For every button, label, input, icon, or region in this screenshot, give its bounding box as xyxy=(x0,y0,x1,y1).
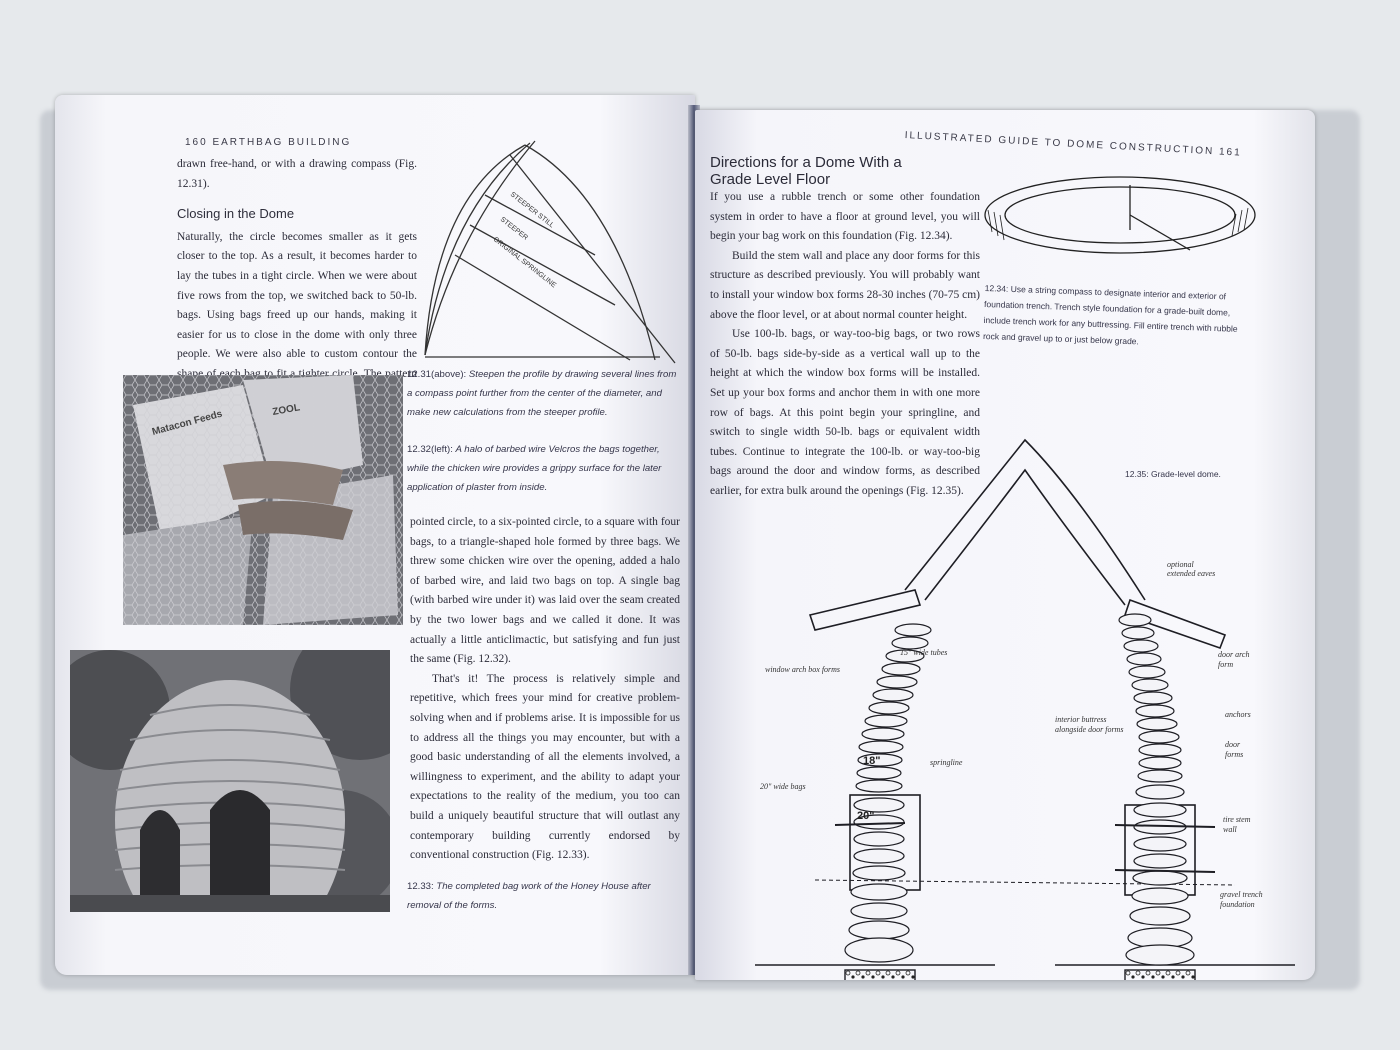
compass-line xyxy=(509,154,676,364)
opening-lines: drawn free-hand, or with a drawing compa… xyxy=(177,158,417,190)
label-door-forms: door forms xyxy=(1225,740,1244,759)
right-page: ILLUSTRATED GUIDE TO DOME CONSTRUCTION 1… xyxy=(695,110,1315,980)
label-wide-bags: 20" wide bags xyxy=(760,782,806,791)
caption-1233: 12.33: The completed bag work of the Hon… xyxy=(407,881,651,911)
left-column-text: drawn free-hand, or with a drawing compa… xyxy=(177,155,417,404)
profile-arc-right xyxy=(524,144,656,361)
dome-arch-inner xyxy=(924,468,1126,606)
eave-left xyxy=(808,589,922,631)
label-window-arch: window arch box forms xyxy=(765,665,841,674)
right-wall-bags xyxy=(1118,613,1195,966)
label-dim-18: 18" xyxy=(863,755,881,767)
para-100lb-bags: Use 100-lb. bags, or way-too-big bags, o… xyxy=(710,328,980,497)
left-wall-bags xyxy=(844,623,932,963)
label-steeper-still: STEEPER STILL xyxy=(509,191,555,229)
para-pattern: pointed circle, to a six-pointed circle,… xyxy=(410,516,680,666)
para-stem-wall: Build the stem wall and place any door f… xyxy=(710,249,980,321)
label-original-springline: ORIGINAL SPRINGLINE xyxy=(492,236,558,289)
compass-string xyxy=(1129,214,1191,251)
label-gravel-trench: gravel trench foundation xyxy=(1220,890,1263,909)
svg-text:ZOOL: ZOOL xyxy=(272,402,301,418)
eave-right xyxy=(1123,598,1227,650)
para-rubble-trench: If you use a rubble trench or some other… xyxy=(710,191,980,243)
profile-arc-steeper xyxy=(424,142,531,356)
gravel-trench-left xyxy=(844,969,916,980)
profile-arc-steeper-still xyxy=(424,140,536,356)
photo-barbed-wire-bags: Matacon Feeds ZOOL xyxy=(123,375,403,625)
para-thats-it: That's it! The process is relatively sim… xyxy=(410,672,680,862)
label-springline: springline xyxy=(930,758,963,767)
label-interior-buttress: interior buttress alongside door forms xyxy=(1055,715,1124,734)
right-heading: Directions for a Dome With a Grade Level… xyxy=(710,154,902,188)
caption-1231: 12.31(above): Steepen the profile by dra… xyxy=(407,369,677,418)
grade-level-dome-diagram-1235 xyxy=(755,438,1295,980)
right-running-head: ILLUSTRATED GUIDE TO DOME CONSTRUCTION 1… xyxy=(904,130,1242,159)
ring-outer xyxy=(984,176,1256,254)
construction-line-2 xyxy=(469,224,616,306)
section-heading: Closing in the Dome xyxy=(177,206,295,222)
label-door-arch: door arch form xyxy=(1218,650,1250,669)
photo-honey-house xyxy=(70,650,390,912)
profile-arc-original xyxy=(424,144,526,356)
label-dim-20: 20" xyxy=(857,810,875,822)
caption-1234: 12.34: Use a string compass to designate… xyxy=(982,282,1238,347)
construction-line-3 xyxy=(454,254,631,361)
gravel-trench-right xyxy=(1124,969,1196,980)
left-running-head: 160 EARTHBAG BUILDING xyxy=(185,137,352,148)
label-wide-tubes: 15" wide tubes xyxy=(900,648,948,657)
label-steeper: STEEPER xyxy=(499,216,529,242)
caption-1235: 12.35: Grade-level dome. xyxy=(1125,469,1221,479)
foundation-ring-diagram-1234 xyxy=(984,176,1256,254)
dome-arch-outer xyxy=(904,438,1146,601)
label-optional-eaves: optional extended eaves xyxy=(1167,560,1216,578)
left-page: 160 EARTHBAG BUILDING drawn free-hand, o… xyxy=(55,95,695,975)
label-anchors: anchors xyxy=(1225,710,1251,719)
construction-line-1 xyxy=(484,194,596,256)
profile-diagram-1231: STEEPER STILL STEEPER ORIGINAL SPRINGLIN… xyxy=(424,140,676,364)
right-page-text: If you use a rubble trench or some other… xyxy=(710,188,980,502)
right-column-text: pointed circle, to a six-pointed circle,… xyxy=(410,513,680,866)
caption-1232: 12.32(left): A halo of barbed wire Velcr… xyxy=(407,444,662,493)
ring-inner xyxy=(1004,186,1236,244)
label-tire-stem-wall: tire stem wall xyxy=(1223,815,1251,834)
